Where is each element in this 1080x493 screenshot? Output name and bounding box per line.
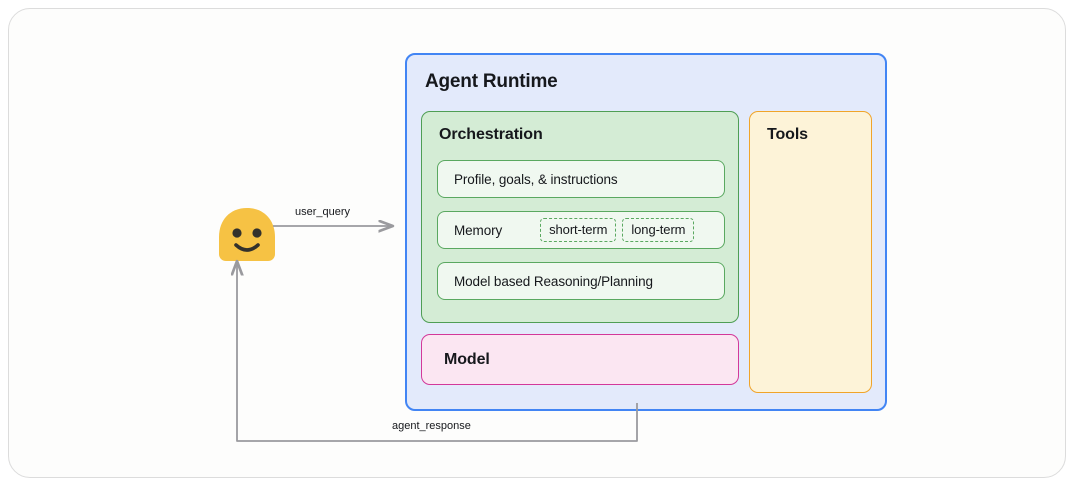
orchestration-row-memory-label: Memory (454, 222, 503, 238)
tools-label: Tools (767, 126, 808, 143)
agent-runtime-container: Agent Runtime Orchestration Profile, goa… (405, 53, 887, 411)
orchestration-row-profile: Profile, goals, & instructions (437, 160, 725, 198)
orchestration-row-reasoning: Model based Reasoning/Planning (437, 262, 725, 300)
orchestration-row-profile-label: Profile, goals, & instructions (454, 171, 618, 187)
memory-chip-group: short-term long-term (540, 218, 695, 242)
memory-chip-long-term: long-term (622, 218, 695, 242)
model-box: Model (421, 334, 739, 385)
agent-runtime-title: Agent Runtime (425, 71, 558, 92)
user-avatar-icon (216, 207, 278, 265)
memory-chip-short-term: short-term (540, 218, 617, 242)
orchestration-row-memory: Memory short-term long-term (437, 211, 725, 249)
orchestration-row-reasoning-label: Model based Reasoning/Planning (454, 273, 653, 289)
orchestration-box: Orchestration Profile, goals, & instruct… (421, 111, 739, 323)
model-label: Model (444, 350, 490, 368)
smiley-face-icon (219, 208, 275, 261)
diagram-canvas: Agent Runtime Orchestration Profile, goa… (8, 8, 1066, 478)
tools-box: Tools (749, 111, 872, 393)
edge-label-user-query: user_query (295, 206, 351, 218)
orchestration-title: Orchestration (439, 126, 543, 143)
edge-label-agent-response: agent_response (392, 420, 471, 432)
